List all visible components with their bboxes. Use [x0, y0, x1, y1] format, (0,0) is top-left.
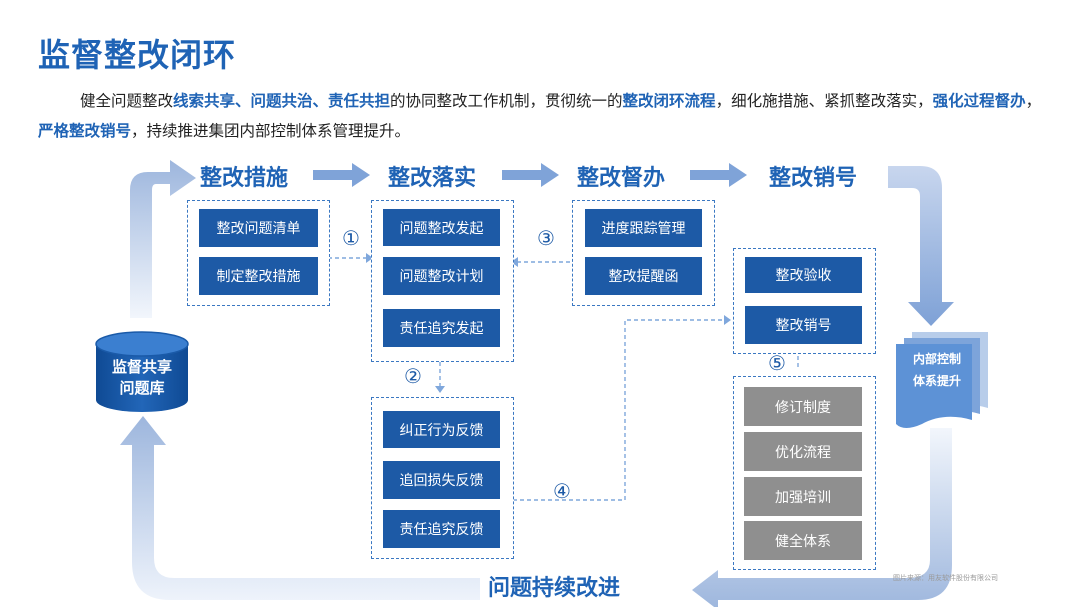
- document-stack: [896, 332, 988, 428]
- connectors: [328, 257, 799, 501]
- intro-paragraph: 健全问题整改线索共享、问题共治、责任共担的协同整改工作机制，贯彻统一的整改闭环流…: [38, 86, 1048, 146]
- step-number-5: ⑤: [768, 351, 786, 375]
- step-number-2: ②: [404, 364, 422, 388]
- box-closeout: 整改销号: [745, 306, 862, 344]
- database-label-line2: 问题库: [119, 379, 165, 397]
- database-label: 监督共享 问题库: [96, 357, 188, 399]
- box-reminder-letter: 整改提醒函: [585, 257, 702, 295]
- document-label: 内部控制 体系提升: [902, 348, 972, 392]
- box-correct-feedback: 纠正行为反馈: [383, 411, 500, 448]
- database-label-line1: 监督共享: [111, 358, 172, 376]
- box-recover-feedback: 追回损失反馈: [383, 461, 500, 499]
- para-highlight-3: 强化过程督办: [932, 92, 1026, 110]
- continuous-improvement-label: 问题持续改进: [488, 576, 621, 601]
- para-highlight-2: 整改闭环流程: [622, 92, 716, 110]
- stage-arrows: [313, 163, 747, 187]
- step-number-3: ③: [537, 226, 555, 250]
- stage-supervise: 整改督办: [577, 166, 666, 191]
- loop-arrow-bottom-right: [692, 428, 952, 607]
- box-strengthen-training: 加强培训: [744, 477, 862, 516]
- para-text-4: ，: [1025, 92, 1042, 110]
- box-make-measures: 制定整改措施: [199, 257, 318, 295]
- box-accountability-feedback: 责任追究反馈: [383, 510, 500, 548]
- para-text-2: 的协同整改工作机制，贯彻统一的: [390, 92, 623, 110]
- box-optimize-process: 优化流程: [744, 432, 862, 471]
- box-issue-list: 整改问题清单: [199, 209, 318, 247]
- para-highlight-4: 严格整改销号: [38, 122, 132, 140]
- watermark: 图片来源：用友软件股份有限公司: [893, 574, 998, 582]
- box-issue-plan: 问题整改计划: [383, 257, 500, 295]
- loop-arrow-bottom-left: [120, 416, 480, 600]
- para-text-5: ，持续推进集团内部控制体系管理提升。: [131, 122, 411, 140]
- box-progress-tracking: 进度跟踪管理: [585, 209, 702, 247]
- step-number-4: ④: [553, 479, 571, 503]
- stage-closeout: 整改销号: [769, 166, 858, 191]
- box-issue-launch: 问题整改发起: [383, 209, 500, 246]
- loop-arrow-top-right: [888, 166, 954, 326]
- box-accountability-launch: 责任追究发起: [383, 309, 500, 347]
- box-revise-system: 修订制度: [744, 387, 862, 426]
- database-cylinder: [95, 331, 189, 412]
- para-highlight-1: 线索共享、问题共治、责任共担: [173, 92, 391, 110]
- box-acceptance: 整改验收: [745, 257, 862, 293]
- para-text-1: 健全问题整改: [80, 92, 174, 110]
- para-text-3: ，细化施措施、紧抓整改落实，: [715, 92, 933, 110]
- page-title: 监督整改闭环: [38, 36, 237, 74]
- document-label-line1: 内部控制: [912, 352, 961, 366]
- stage-measures: 整改措施: [200, 166, 289, 191]
- document-label-line2: 体系提升: [912, 374, 961, 388]
- box-improve-system: 健全体系: [744, 521, 862, 560]
- step-number-1: ①: [342, 226, 360, 250]
- connector-heads: [366, 253, 731, 393]
- loop-arrow-top-left: [130, 160, 196, 318]
- stage-implement: 整改落实: [388, 166, 477, 191]
